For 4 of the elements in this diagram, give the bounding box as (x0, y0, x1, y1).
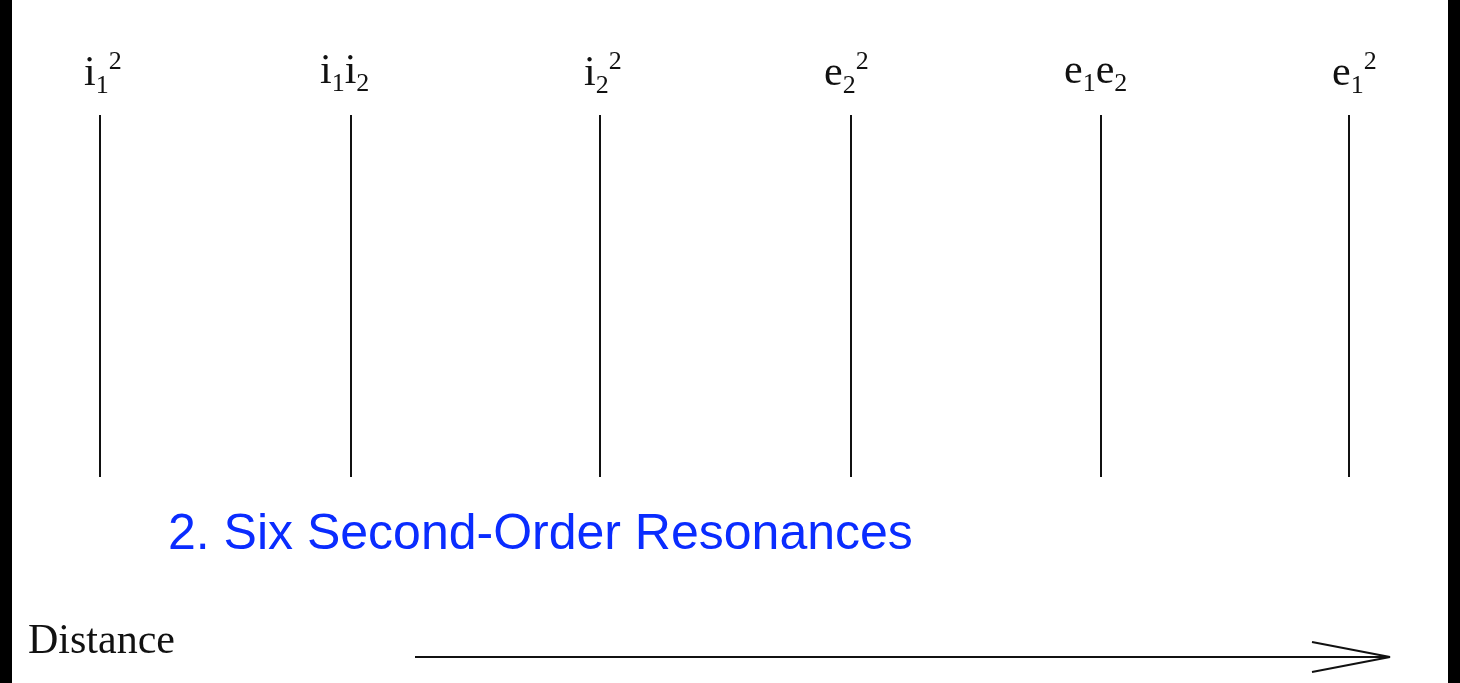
axis-label: Distance (28, 618, 175, 660)
resonance-label: e$_{1}$e$_{2}$ (1064, 48, 1128, 96)
resonance-label: i$_{1}$i$_{2}$ (320, 48, 370, 96)
title: 2. Six Second-Order Resonances (168, 505, 913, 560)
